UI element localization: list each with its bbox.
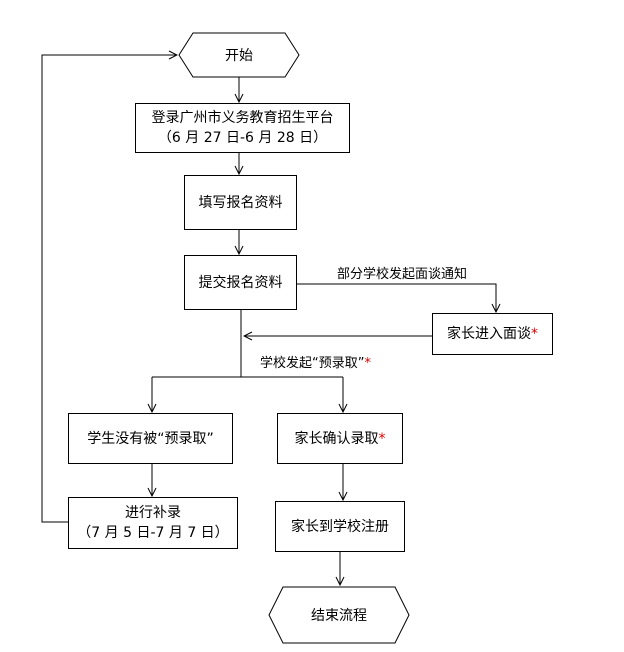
start-node: 开始 xyxy=(179,33,299,77)
login-label: 登录广州市义务教育招生平台 xyxy=(151,110,334,126)
required-star: * xyxy=(531,326,538,342)
end-node: 结束流程 xyxy=(269,587,409,643)
fill-info-label: 填写报名资料 xyxy=(198,194,283,211)
confirm-node: 家长确认录取* xyxy=(277,413,403,464)
supplement-label: 进行补录 xyxy=(125,505,181,521)
end-label: 结束流程 xyxy=(311,608,367,624)
submit-info-node: 提交报名资料 xyxy=(184,255,297,310)
login-node: 登录广州市义务教育招生平台 （6 月 27 日-6 月 28 日） xyxy=(135,103,350,153)
fill-info-node: 填写报名资料 xyxy=(184,175,297,230)
end-shape xyxy=(268,586,410,644)
confirm-label: 家长确认录取 xyxy=(294,430,379,447)
not-selected-label: 学生没有被“预录取” xyxy=(87,430,214,447)
arrow-submit-to-interview xyxy=(296,283,496,312)
arrow-supplement-to-start xyxy=(41,55,177,523)
not-selected-node: 学生没有被“预录取” xyxy=(68,413,233,464)
start-label: 开始 xyxy=(225,48,253,64)
supplement-node: 进行补录 （7 月 5 日-7 月 7 日） xyxy=(68,497,238,549)
login-date-range: （6 月 27 日-6 月 28 日） xyxy=(157,130,328,146)
required-star: * xyxy=(364,356,371,371)
interview-label: 家长进入面谈 xyxy=(447,326,531,342)
pre-admission-label: 学校发起“预录取”* xyxy=(260,356,371,371)
interview-node: 家长进入面谈* xyxy=(432,313,553,355)
submit-info-label: 提交报名资料 xyxy=(198,274,283,291)
register-node: 家长到学校注册 xyxy=(275,501,405,552)
supplement-date-range: （7 月 5 日-7 月 7 日） xyxy=(77,525,229,541)
start-shape xyxy=(178,32,300,78)
register-label: 家长到学校注册 xyxy=(291,518,389,535)
interview-notice-label: 部分学校发起面谈通知 xyxy=(337,267,468,282)
required-star: * xyxy=(378,430,386,447)
